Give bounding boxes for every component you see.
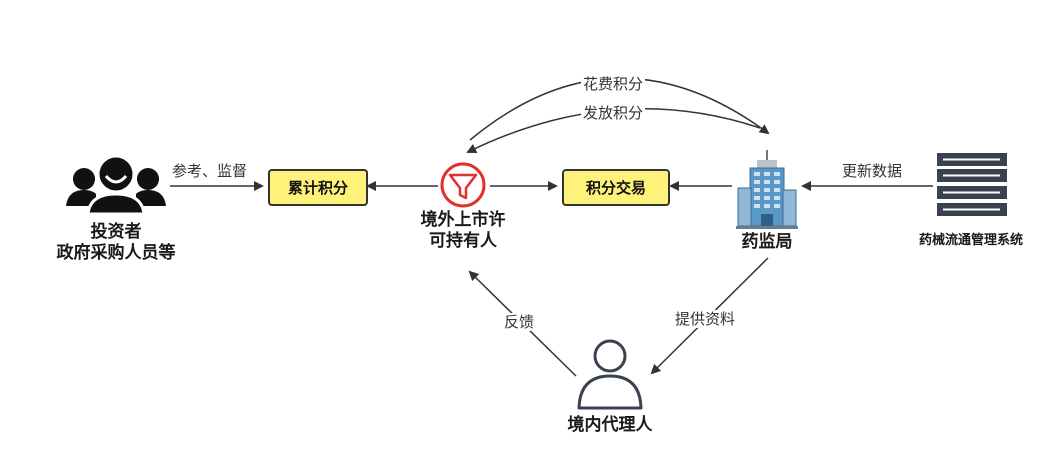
mah-label-line2: 可持有人 <box>429 231 497 251</box>
edge-label-spend-points: 花费积分 <box>581 75 646 93</box>
person-icon <box>577 339 643 410</box>
funnel-icon <box>440 162 486 208</box>
system-label: 药械流通管理系统 <box>918 233 1023 248</box>
edge-label-update-data: 更新数据 <box>840 162 905 180</box>
investors-label-line2: 政府采购人员等 <box>56 243 176 263</box>
edge-label-reference-supervise: 参考、监督 <box>170 162 250 180</box>
investors-label: 投资者 政府采购人员等 <box>30 222 202 264</box>
agent-label: 境内代理人 <box>567 415 653 435</box>
edge-label-feedback: 反馈 <box>502 313 537 331</box>
investors-label-line1: 投资者 <box>90 222 142 242</box>
points-accumulate-box: 累计积分 <box>268 169 368 206</box>
regulator-label: 药监局 <box>741 232 793 252</box>
points-trade-box: 积分交易 <box>562 169 670 206</box>
mah-label: 境外上市许 可持有人 <box>403 210 523 252</box>
people-group-icon <box>66 154 166 216</box>
office-building-icon <box>736 150 798 229</box>
mah-label-line1: 境外上市许 <box>420 210 506 230</box>
server-rack-icon <box>937 153 1007 216</box>
arrows <box>170 77 933 377</box>
edge-label-issue-points: 发放积分 <box>581 104 646 122</box>
edge-label-provide-materials: 提供资料 <box>673 310 738 328</box>
